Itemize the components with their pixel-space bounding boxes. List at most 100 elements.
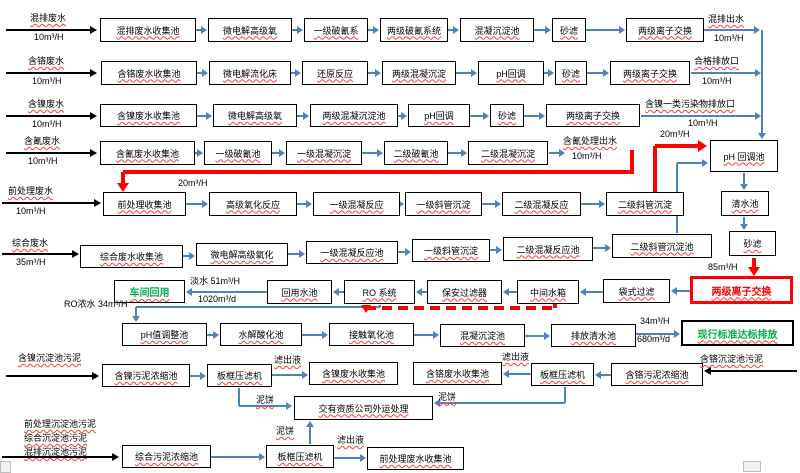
arrowhead-r xyxy=(539,112,545,120)
label-in3-flow: 10m³/H xyxy=(32,119,62,129)
arrowhead-r xyxy=(94,199,101,207)
connector-line xyxy=(761,30,763,135)
box-label-reusetank: 回用水池 xyxy=(281,287,318,298)
box-label-ni-sludge-thickener: 含镍污泥浓缩池 xyxy=(114,371,178,381)
label-cake-ni: 泥饼 xyxy=(256,395,275,405)
arrowhead-r xyxy=(754,26,760,34)
box-label-r5-oxidation: 高级氧化反应 xyxy=(225,199,280,210)
connector-line xyxy=(653,146,657,192)
box-ro-system: RO 系统 xyxy=(344,280,415,304)
arrowhead-r xyxy=(398,200,404,208)
box-label-r1-collect: 混排废水收集池 xyxy=(116,25,180,36)
label-filtrate-ni: 滤出液 xyxy=(274,355,302,365)
arrowhead-r xyxy=(545,26,551,34)
arrowhead-r xyxy=(279,149,285,157)
arrowhead-r xyxy=(90,26,97,34)
label-in4-name: 含氰废水 xyxy=(24,136,61,146)
box-label-ro-system: RO 系统 xyxy=(362,287,397,298)
arrowhead-r xyxy=(202,200,208,208)
label-hunpai-sludge-in: 混排沉淀池污泥 xyxy=(24,447,88,457)
box-securityfilter: 保安过滤器 xyxy=(427,280,502,304)
arrowhead-r xyxy=(295,69,301,77)
box-r3-coagulation: 两级混凝沉淀池 xyxy=(310,104,398,127)
box-r2-reduction: 还原反应 xyxy=(302,61,368,85)
connector-line xyxy=(2,456,114,458)
arrowhead-r xyxy=(548,69,554,77)
box-label-middletank: 中间水箱 xyxy=(529,287,566,298)
arrowhead-l xyxy=(186,288,192,296)
box-ph-adjust: pH值调整池 xyxy=(122,323,207,346)
connector-line xyxy=(544,72,549,74)
box-label-bagfilter: 袋式过滤 xyxy=(618,286,655,297)
connector-line xyxy=(553,303,557,308)
arrowhead-r xyxy=(90,69,97,77)
box-label-r1-ionexchange: 两级离子交换 xyxy=(637,25,692,36)
connector-line xyxy=(123,170,634,174)
box-r1-collect: 混排废水收集池 xyxy=(100,18,196,42)
arrowhead-r xyxy=(200,372,206,380)
connector-line xyxy=(534,29,546,31)
label-in2-name: 含铬废水 xyxy=(28,56,65,66)
connector-line xyxy=(309,423,311,444)
connector-line xyxy=(641,115,757,117)
label-pre-sludge-in: 前处理沉淀池污泥 xyxy=(24,419,97,429)
box-r1-cyanide1: 一级破氰系 xyxy=(304,18,368,42)
box-r3-sandfilter: 砂滤 xyxy=(490,104,524,127)
box-label-ph-readjust: pH 回调池 xyxy=(723,151,765,162)
box-r1-ionexchange: 两级离子交换 xyxy=(626,18,704,42)
arrowhead-r xyxy=(360,454,366,462)
connector-line xyxy=(334,457,361,459)
box-cr-sludge-thickener: 含铬污泥浓缩池 xyxy=(611,363,703,386)
box-label-clearwater: 清水池 xyxy=(731,199,759,209)
box-label-r3-sandfilter: 砂滤 xyxy=(497,111,516,121)
box-r4-cyanide1: 一级破氰池 xyxy=(204,141,272,165)
connector-line xyxy=(368,72,376,74)
box-label-r3-ionexchange: 两级离子交换 xyxy=(565,111,620,121)
arrowhead-r xyxy=(603,69,609,77)
arrowhead-r xyxy=(461,149,467,157)
box-label-r6-tube1: 一级斜管沉淀 xyxy=(423,246,478,256)
arrowhead-d xyxy=(132,316,140,322)
connector-line xyxy=(593,247,606,249)
label-flow-20b: 20m³/H xyxy=(660,129,690,139)
box-r5-coagulation2: 二级混凝反应 xyxy=(502,192,581,216)
box-label-ph-adjust: pH值调整池 xyxy=(140,330,189,340)
box-r5-tube1: 一级斜管沉淀 xyxy=(405,192,482,216)
box-r6-collect: 综合废水收集池 xyxy=(80,245,183,268)
arrowhead-r xyxy=(202,69,208,77)
box-r3-collect: 含镍废水收集池 xyxy=(100,104,197,127)
box-mixed-sludge-thickener: 综合污泥浓缩池 xyxy=(122,445,211,468)
connector-line xyxy=(508,291,517,293)
arrowhead-l xyxy=(503,370,509,378)
box-r5-tube2: 二级斜管沉淀 xyxy=(606,192,684,216)
arrowhead-d xyxy=(361,305,371,313)
box-r4-collect: 含氰废水收集池 xyxy=(100,141,195,165)
arrowhead-r xyxy=(599,200,605,208)
box-filterpress-cr: 板框压滤机 xyxy=(531,363,594,386)
connector-line xyxy=(524,115,540,117)
arrowhead-d xyxy=(758,133,766,139)
arrowhead-d xyxy=(117,183,129,192)
connector-line xyxy=(197,115,207,117)
connector-line xyxy=(586,29,620,31)
label-in1-flow: 10m³/H xyxy=(34,32,64,42)
box-label-r1-microelectrolysis: 微电解高级氧 xyxy=(222,25,277,36)
arrowhead-d xyxy=(748,267,760,276)
box-label-filterpress-mixed: 板框压滤机 xyxy=(277,452,323,462)
arrowhead-r xyxy=(259,453,265,461)
connector-line xyxy=(136,306,380,308)
box-label-r6-tube2: 二级斜管沉淀池 xyxy=(630,241,694,252)
connector-line xyxy=(585,291,603,293)
connector-line xyxy=(6,375,94,377)
arrowhead-r xyxy=(755,69,761,77)
arrowhead-r xyxy=(483,112,489,120)
connector-line xyxy=(6,29,92,31)
connector-line xyxy=(743,173,745,186)
connector-line xyxy=(636,333,675,335)
arrowhead-l xyxy=(595,371,601,379)
connector-line xyxy=(691,72,757,74)
connector-line xyxy=(398,251,406,253)
box-label-outsourced-disposal: 交有资质公司外运处理 xyxy=(318,403,409,414)
label-out1-flow: 10m³/H xyxy=(714,33,744,43)
connector-line xyxy=(421,291,427,293)
